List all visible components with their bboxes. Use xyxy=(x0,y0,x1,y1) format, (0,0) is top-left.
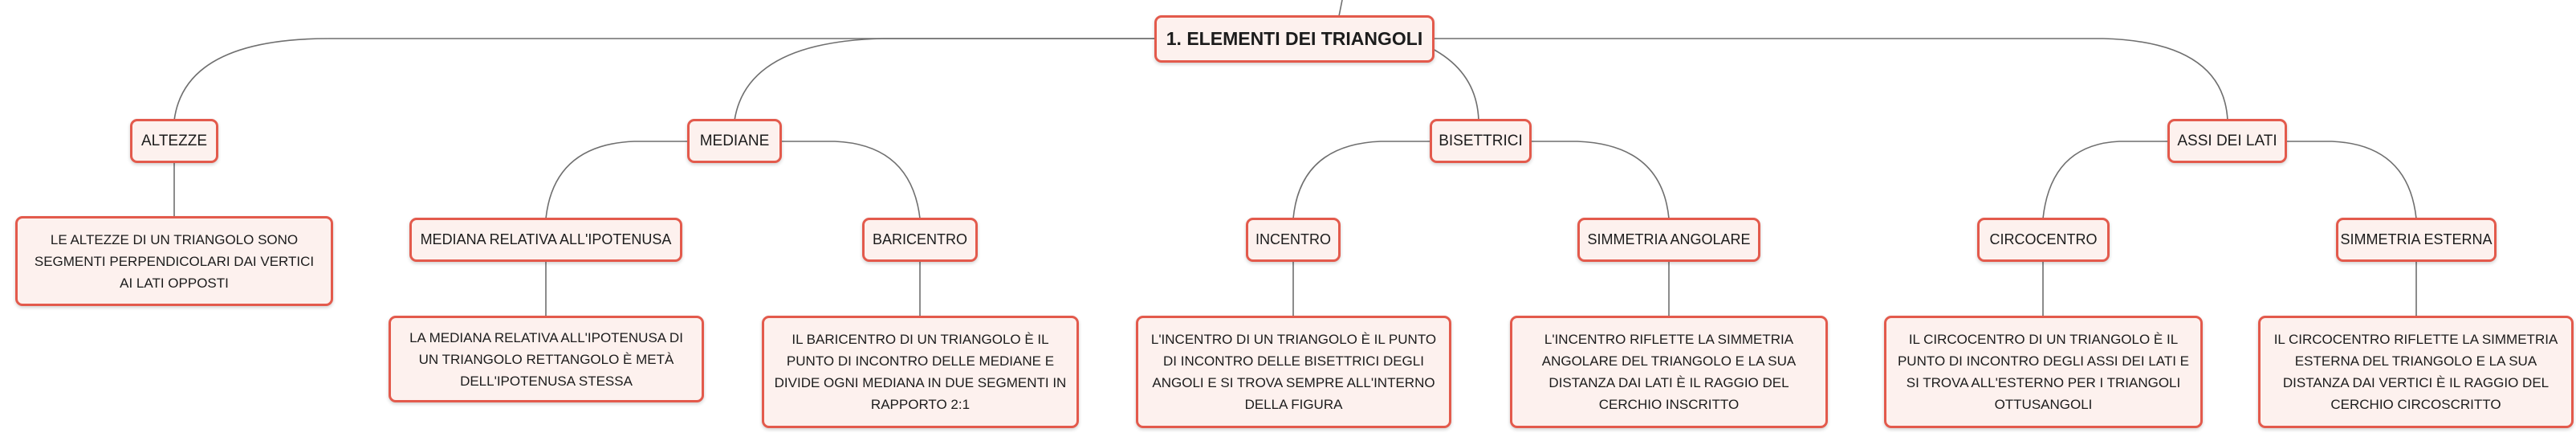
node-incentro-desc-text: L'INCENTRO DI UN TRIANGOLO È IL PUNTO DI… xyxy=(1150,332,1437,412)
node-simmetria-esterna-label: SIMMETRIA ESTERNA xyxy=(2340,231,2493,247)
node-simmetria-esterna[interactable]: SIMMETRIA ESTERNA xyxy=(2336,218,2497,262)
node-circocentro[interactable]: CIRCOCENTRO xyxy=(1977,218,2110,262)
node-baricentro[interactable]: BARICENTRO xyxy=(862,218,978,262)
connector-root-mediane xyxy=(734,38,1156,121)
node-incentro-desc[interactable]: L'INCENTRO DI UN TRIANGOLO È IL PUNTO DI… xyxy=(1136,316,1451,428)
node-mediana-ipotenusa-label: MEDIANA RELATIVA ALL'IPOTENUSA xyxy=(420,231,672,247)
connector-assi-simmetria xyxy=(2284,141,2417,219)
node-baricentro-desc[interactable]: IL BARICENTRO DI UN TRIANGOLO È IL PUNTO… xyxy=(762,316,1079,428)
node-simmetria-angolare-label: SIMMETRIA ANGOLARE xyxy=(1587,231,1751,247)
node-mediane-label: MEDIANE xyxy=(699,132,770,149)
node-circocentro-desc[interactable]: IL CIRCOCENTRO DI UN TRIANGOLO È IL PUNT… xyxy=(1884,316,2203,428)
root-node[interactable]: 1. ELEMENTI DEI TRIANGOLI xyxy=(1154,15,1435,63)
node-altezze-desc-text: LE ALTEZZE DI UN TRIANGOLO SONO SEGMENTI… xyxy=(34,231,315,291)
node-assi-dei-lati-label: ASSI DEI LATI xyxy=(2177,132,2277,149)
node-circocentro-label: CIRCOCENTRO xyxy=(1989,231,2098,247)
connector-mediane-baricentro xyxy=(780,141,921,219)
connector-mediane-ipotenusa xyxy=(545,141,689,219)
node-baricentro-desc-text: IL BARICENTRO DI UN TRIANGOLO È IL PUNTO… xyxy=(774,332,1067,412)
connector-parent-stub xyxy=(1338,0,1343,17)
node-baricentro-label: BARICENTRO xyxy=(872,231,967,247)
node-mediana-ipotenusa[interactable]: MEDIANA RELATIVA ALL'IPOTENUSA xyxy=(409,218,682,262)
connector-root-altezze xyxy=(173,38,1156,121)
root-label: 1. ELEMENTI DEI TRIANGOLI xyxy=(1166,28,1423,49)
node-mediana-ipotenusa-desc[interactable]: LA MEDIANA RELATIVA ALL'IPOTENUSA DI UN … xyxy=(389,316,704,402)
connector-root-bisettrici xyxy=(1430,47,1479,121)
node-bisettrici[interactable]: BISETTRICI xyxy=(1430,119,1532,163)
node-altezze[interactable]: ALTEZZE xyxy=(130,119,218,163)
node-simmetria-angolare[interactable]: SIMMETRIA ANGOLARE xyxy=(1577,218,1760,262)
connector-root-assi xyxy=(1431,38,2228,121)
node-incentro-label: INCENTRO xyxy=(1255,231,1331,247)
connector-assi-circocentro xyxy=(2042,141,2169,219)
node-mediane[interactable]: MEDIANE xyxy=(687,119,782,163)
node-simmetria-esterna-desc-text: IL CIRCOCENTRO RIFLETTE LA SIMMETRIA EST… xyxy=(2273,332,2558,412)
node-incentro[interactable]: INCENTRO xyxy=(1246,218,1341,262)
node-simmetria-angolare-desc-text: L'INCENTRO RIFLETTE LA SIMMETRIA ANGOLAR… xyxy=(1541,332,1797,412)
connector-bisettrici-simmetria xyxy=(1530,141,1670,219)
node-circocentro-desc-text: IL CIRCOCENTRO DI UN TRIANGOLO È IL PUNT… xyxy=(1897,332,2190,412)
node-bisettrici-label: BISETTRICI xyxy=(1439,132,1523,149)
node-assi-dei-lati[interactable]: ASSI DEI LATI xyxy=(2167,119,2287,163)
node-altezze-desc[interactable]: LE ALTEZZE DI UN TRIANGOLO SONO SEGMENTI… xyxy=(15,216,333,306)
node-mediana-ipotenusa-desc-text: LA MEDIANA RELATIVA ALL'IPOTENUSA DI UN … xyxy=(409,329,683,389)
node-altezze-label: ALTEZZE xyxy=(141,132,207,149)
connector-bisettrici-incentro xyxy=(1292,141,1431,219)
node-simmetria-esterna-desc[interactable]: IL CIRCOCENTRO RIFLETTE LA SIMMETRIA EST… xyxy=(2258,316,2574,428)
node-simmetria-angolare-desc[interactable]: L'INCENTRO RIFLETTE LA SIMMETRIA ANGOLAR… xyxy=(1510,316,1828,428)
